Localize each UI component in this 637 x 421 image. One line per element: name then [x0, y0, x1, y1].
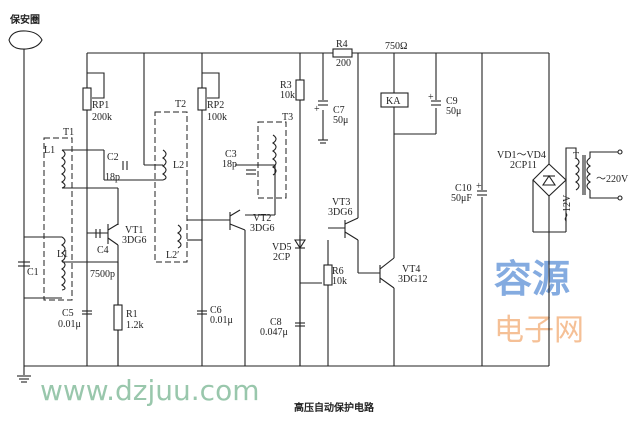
shield-outlines [43, 111, 287, 301]
relay-ka: KA [380, 92, 409, 108]
vd5-name: VD5 [272, 242, 291, 253]
transistors [107, 209, 395, 289]
c9-value: 50μ [446, 106, 461, 117]
vt3-value: 3DG6 [328, 207, 352, 218]
c10-value: 50μF [451, 193, 472, 204]
c7-name: C7 [333, 105, 345, 116]
watermark-url: www.dzjuu.com [40, 374, 259, 407]
c10-plus: + [476, 181, 482, 192]
rp2-name: RP2 [207, 100, 224, 111]
vt1-value: 3DG6 [122, 235, 146, 246]
c7-value: 50μ [333, 115, 348, 126]
mains-terminal [617, 195, 623, 201]
vd5-value: 2CP [273, 252, 291, 263]
resistor-r1 [113, 304, 123, 331]
diagram-caption: 高压自动保护电路 [294, 401, 375, 414]
mains-voltage: ～220V [596, 174, 629, 185]
c6-name: C6 [210, 305, 222, 316]
c10-name: C10 [455, 183, 472, 194]
resistor-rp2 [197, 72, 220, 111]
r3-value: 10k [280, 90, 295, 101]
c4-value: 7500p [90, 269, 115, 280]
vt2-value: 3DG6 [250, 223, 274, 234]
c6-value: 0.01μ [210, 315, 233, 326]
vt1-name: VT1 [125, 225, 143, 236]
l2-label: L2 [173, 160, 184, 171]
resistor-r6 [323, 264, 333, 286]
watermark-cn-orange: 电子网 [494, 313, 584, 348]
bridge-name: VD1～VD4 [497, 150, 546, 161]
ground-icon [318, 139, 328, 144]
resistor-r4 [332, 48, 353, 58]
t1-label: T1 [63, 127, 74, 138]
r6-name: R6 [332, 266, 344, 277]
vt4-name: VT4 [402, 264, 420, 275]
r1-value: 1.2k [126, 320, 144, 331]
resistor-rp1 [82, 72, 105, 111]
vt4-value: 3DG12 [398, 274, 427, 285]
antenna-label: 保安圈 [9, 13, 40, 26]
watermark-cn-blue: 容源 [494, 257, 570, 301]
c5-name: C5 [62, 308, 74, 319]
coils [61, 134, 618, 291]
vt2-name: VT2 [253, 213, 271, 224]
c3-name: C3 [225, 149, 237, 160]
c1-name: C1 [27, 267, 39, 278]
bridge-rectifier-icon [532, 163, 567, 197]
c2-name: C2 [107, 152, 119, 163]
secondary-voltage: ～12V [562, 194, 573, 222]
rp1-name: RP1 [92, 100, 109, 111]
r4-value: 200 [336, 58, 351, 69]
c8-value: 0.047μ [260, 327, 288, 338]
resistor-r3 [295, 79, 305, 101]
capacitors [18, 100, 487, 327]
c3-value: 18p [222, 159, 237, 170]
relay-label: KA [386, 96, 401, 107]
c2-value: 18p [105, 172, 120, 183]
t3-label: T3 [282, 112, 293, 123]
r3-name: R3 [280, 80, 292, 91]
transformer-t: T [573, 151, 579, 162]
c5-value: 0.01μ [58, 319, 81, 330]
l2p-label: L2′ [166, 250, 179, 261]
c4-name: C4 [97, 245, 109, 256]
bridge-value: 2CP11 [510, 160, 537, 171]
r1-name: R1 [126, 309, 138, 320]
r4-name: R4 [336, 39, 348, 50]
mains-terminal [617, 149, 623, 155]
t2-label: T2 [175, 99, 186, 110]
l1-label: L1 [44, 145, 55, 156]
c8-name: C8 [270, 317, 282, 328]
relay-resistance: 750Ω [385, 41, 407, 52]
c7-plus: + [314, 104, 320, 115]
ground-icon [17, 375, 31, 383]
rp1-value: 200k [92, 112, 112, 123]
rp2-value: 100k [207, 112, 227, 123]
r6-value: 10k [332, 276, 347, 287]
c9-name: C9 [446, 96, 458, 107]
c9-plus: + [428, 92, 434, 103]
antenna-loop-icon [8, 30, 43, 50]
vt3-name: VT3 [332, 197, 350, 208]
l1-lower-label: L1 [57, 249, 68, 260]
